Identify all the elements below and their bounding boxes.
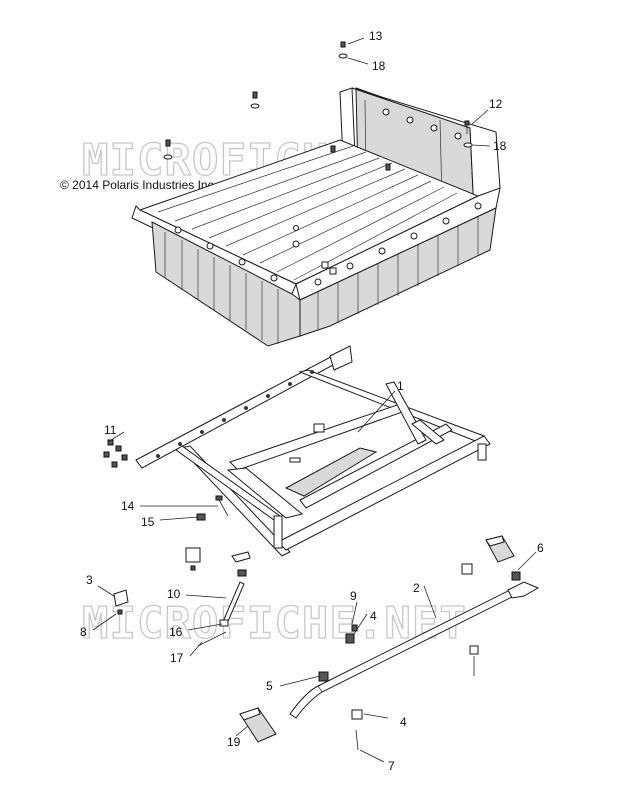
callout-10: 10 (167, 587, 181, 601)
callout-14: 14 (121, 499, 135, 513)
frame-icon (135, 345, 491, 557)
callout-17: 17 (170, 651, 184, 665)
rod-icon (113, 535, 540, 751)
cargo-box-icon (131, 87, 501, 347)
callout-labels: 1 2 3 4 4 5 6 7 8 9 10 11 12 13 14 15 16… (80, 29, 544, 773)
callout-11: 11 (104, 423, 117, 437)
callout-13: 13 (369, 29, 383, 43)
callout-1: 1 (397, 379, 404, 393)
leader-lines (92, 37, 537, 763)
callout-12: 12 (489, 97, 503, 111)
callout-7: 7 (388, 759, 395, 773)
callout-18-top: 18 (372, 59, 386, 73)
callout-8: 8 (80, 625, 87, 639)
copyright-text: © 2014 Polaris Industries Inc. (60, 178, 217, 192)
callout-19: 19 (227, 735, 241, 749)
callout-3: 3 (86, 573, 93, 587)
callout-4-lower: 4 (400, 715, 407, 729)
callout-18-right: 18 (493, 139, 507, 153)
callout-6: 6 (537, 541, 544, 555)
callout-9: 9 (350, 589, 357, 603)
fastener-group-frame (103, 261, 337, 521)
watermark-bottom: MICROFICHE.NET (82, 598, 467, 649)
callout-2: 2 (413, 581, 420, 595)
callout-5: 5 (266, 679, 273, 693)
bolt-icon (163, 41, 473, 231)
callout-15: 15 (141, 515, 155, 529)
callout-4-upper: 4 (370, 609, 377, 623)
callout-16: 16 (169, 625, 183, 639)
